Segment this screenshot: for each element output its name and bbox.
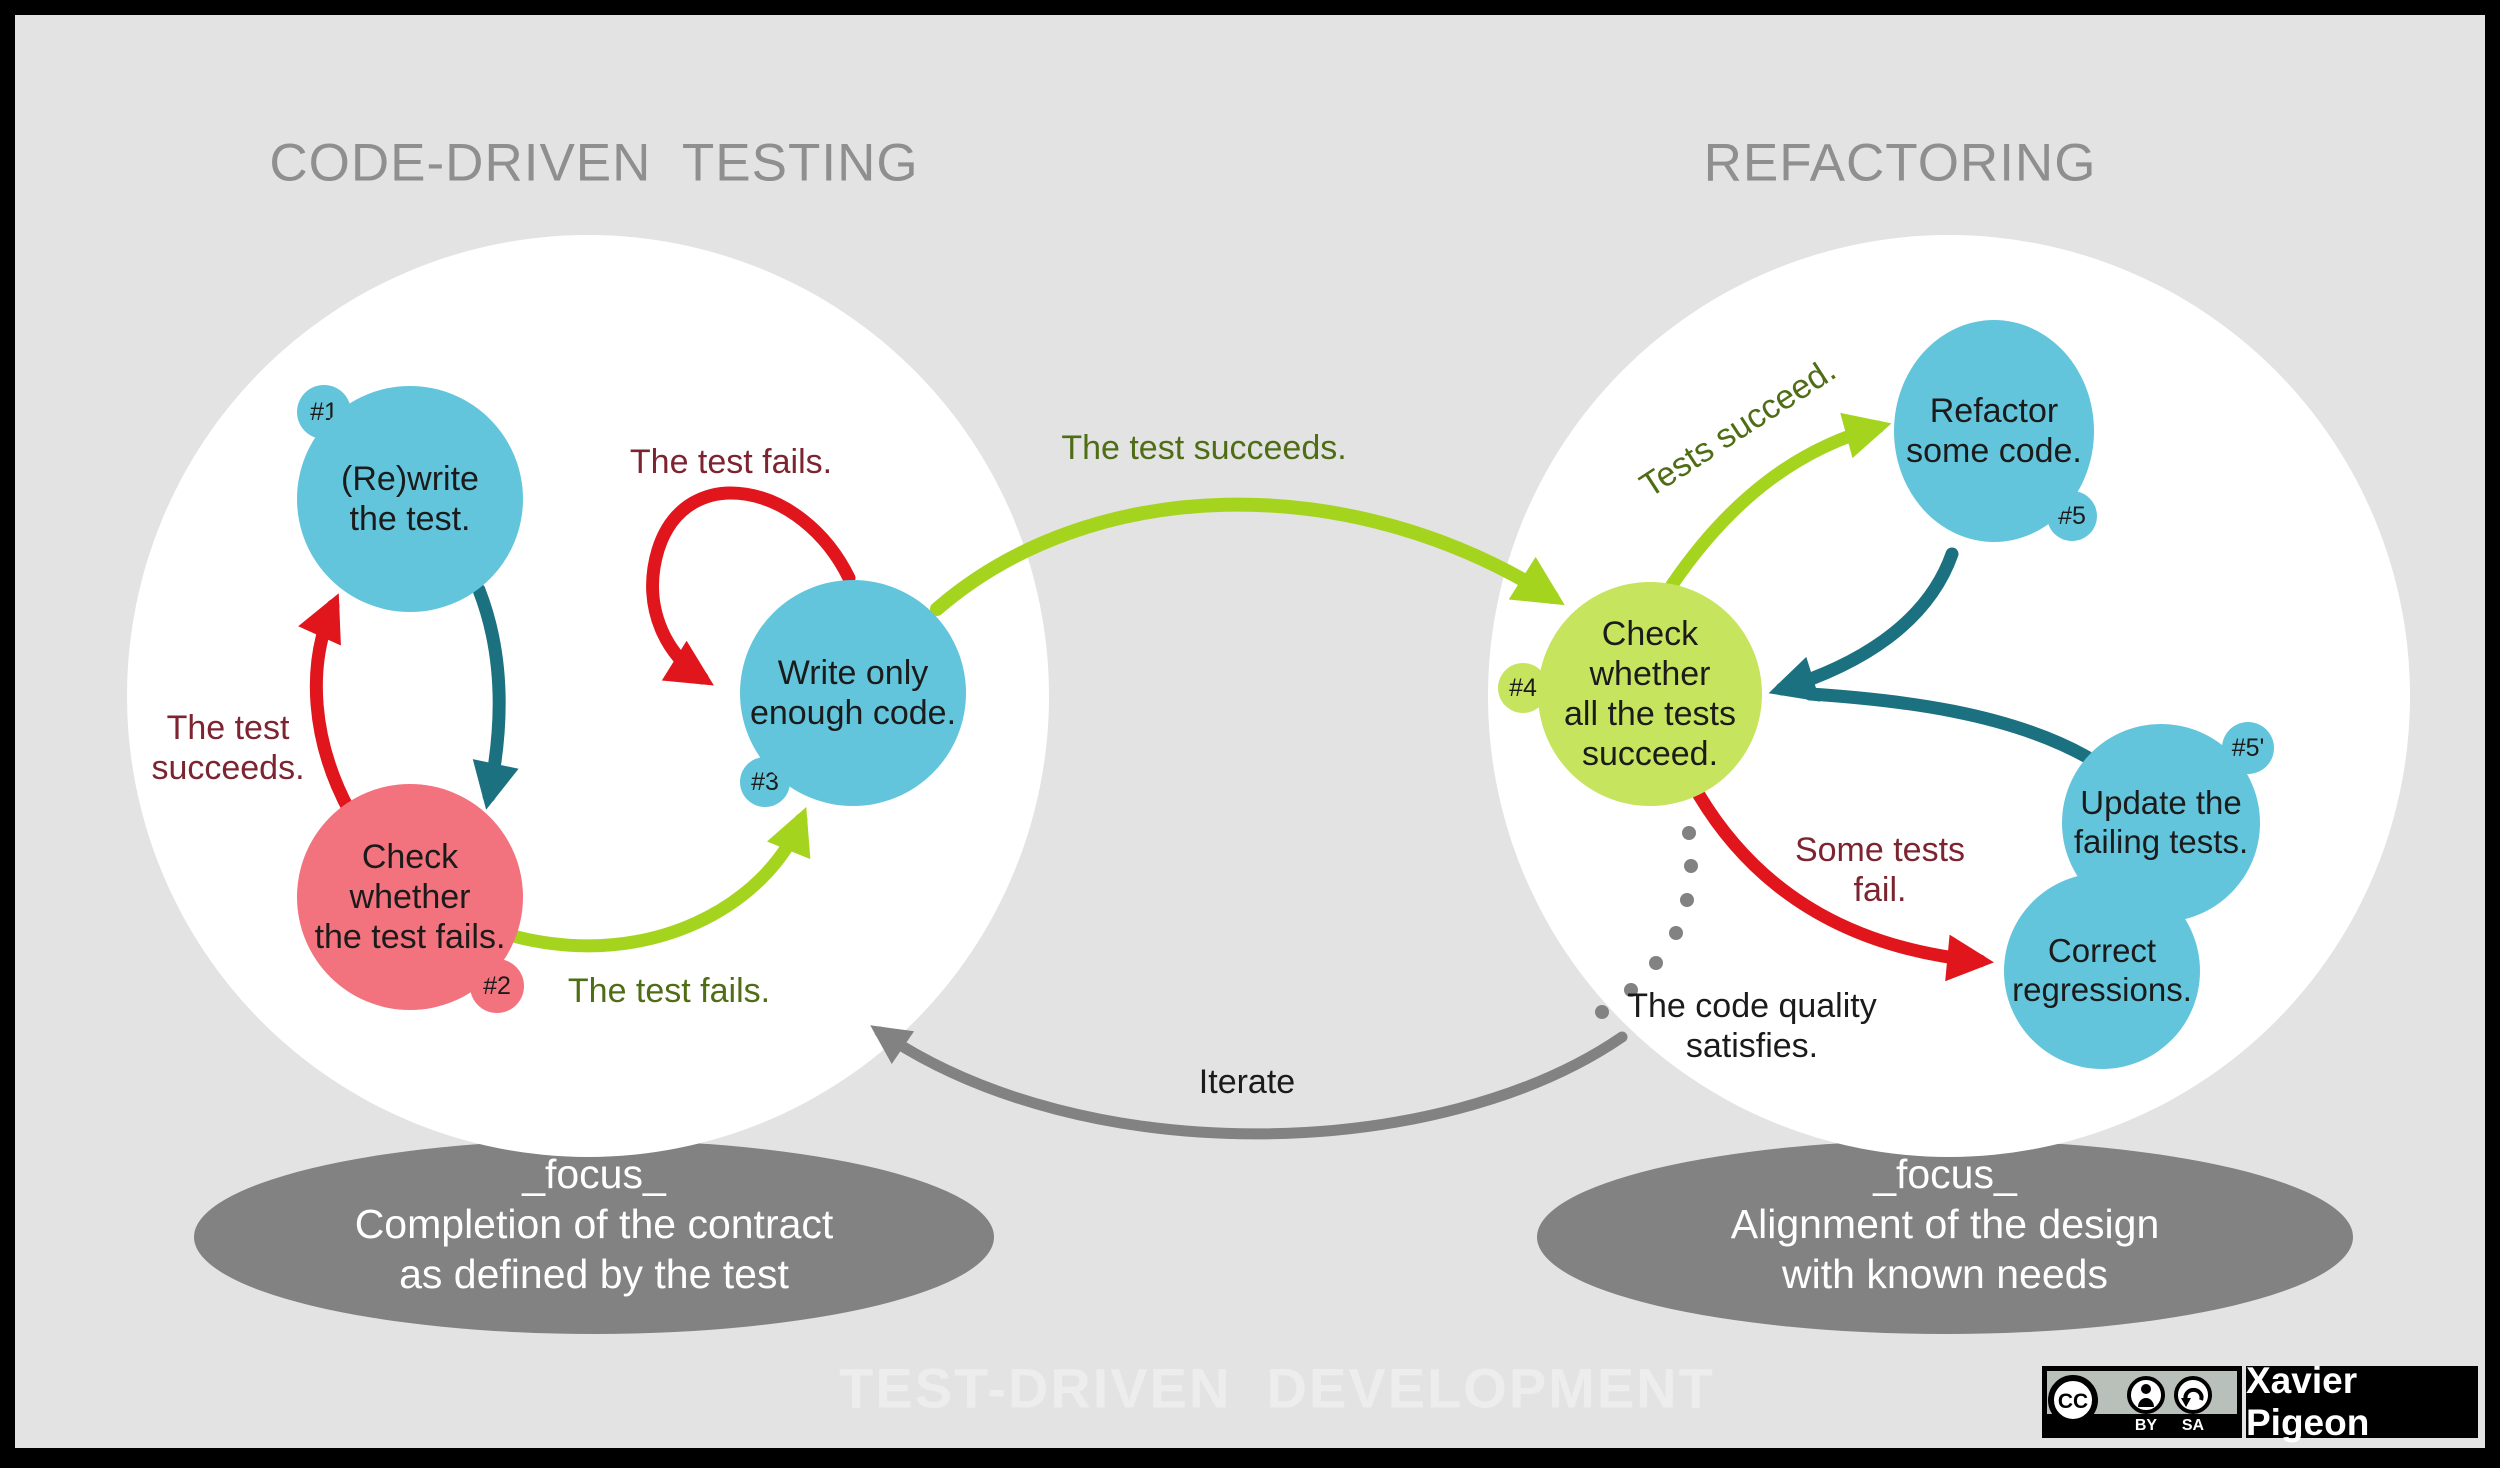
svg-text:CC: CC — [2058, 1390, 2088, 1413]
label-test-succeeds-mid: The test succeeds. — [1061, 428, 1347, 467]
node-update-failing-tests: Update the failing tests. — [2062, 724, 2260, 922]
label-code-quality-satisfies: The code quality satisfies. — [1627, 986, 1877, 1065]
node-rewrite-test: (Re)write the test. — [297, 386, 523, 612]
author-credit: Xavier Pigeon — [2246, 1360, 2478, 1443]
svg-text:SA: SA — [2182, 1417, 2205, 1434]
arrow-some-tests-fail — [1692, 788, 1994, 982]
right-focus-ellipse: _focus_ Alignment of the design with kno… — [1537, 1140, 2353, 1334]
label-test-fails-green: The test fails. — [567, 971, 771, 1010]
label-some-tests-fail: Some tests fail. — [1794, 830, 1966, 909]
code-driven-testing-title: CODE-DRIVEN TESTING — [269, 133, 919, 193]
node-write-enough-code: Write only enough code. — [740, 580, 966, 806]
arrow-test-fails-to-write-code — [510, 807, 811, 953]
arrow-test-succeeds-mid — [930, 497, 1565, 616]
arrow-refactor-to-check — [1768, 547, 1959, 702]
arrow-tests-succeed — [1665, 412, 1892, 592]
arrow-iterate — [870, 1025, 1628, 1140]
test-driven-development-title: TEST-DRIVEN DEVELOPMENT — [839, 1356, 1715, 1420]
node-correct-regressions: Correct regressions. — [2004, 873, 2200, 1069]
license-badge: CC BY SA Xavier Pigeon — [2042, 1360, 2478, 1443]
label-test-fails-loop: The test fails. — [629, 442, 833, 481]
node-check-all-tests: Check whether all the tests succeed. — [1538, 582, 1762, 806]
arrow-test-succeeds-up — [298, 593, 357, 819]
cc-by-sa-icon: CC BY SA — [2042, 1366, 2242, 1438]
cc-by-person-icon — [2127, 1376, 2165, 1414]
arrow-test-fails-loop — [646, 486, 856, 686]
refactoring-title: REFACTORING — [1703, 133, 2097, 193]
node-refactor-code: Refactor some code. — [1894, 320, 2094, 542]
node-3-badge: #3 — [740, 757, 790, 807]
arrow-update-tests-branch — [1803, 687, 2094, 764]
label-iterate: Iterate — [1198, 1062, 1296, 1101]
node-check-test-fails: Check whether the test fails. — [297, 784, 523, 1010]
cc-sa-arrow-icon — [2174, 1376, 2212, 1414]
left-focus-ellipse: _focus_ Completion of the contract as de… — [194, 1140, 994, 1334]
arrow-rewrite-to-check — [472, 583, 519, 810]
svg-text:BY: BY — [2135, 1417, 2158, 1434]
cc-logo-icon — [2048, 1375, 2098, 1425]
dotted-code-quality-line — [1595, 826, 1698, 1019]
label-test-succeeds-left: The test succeeds. — [151, 708, 305, 787]
